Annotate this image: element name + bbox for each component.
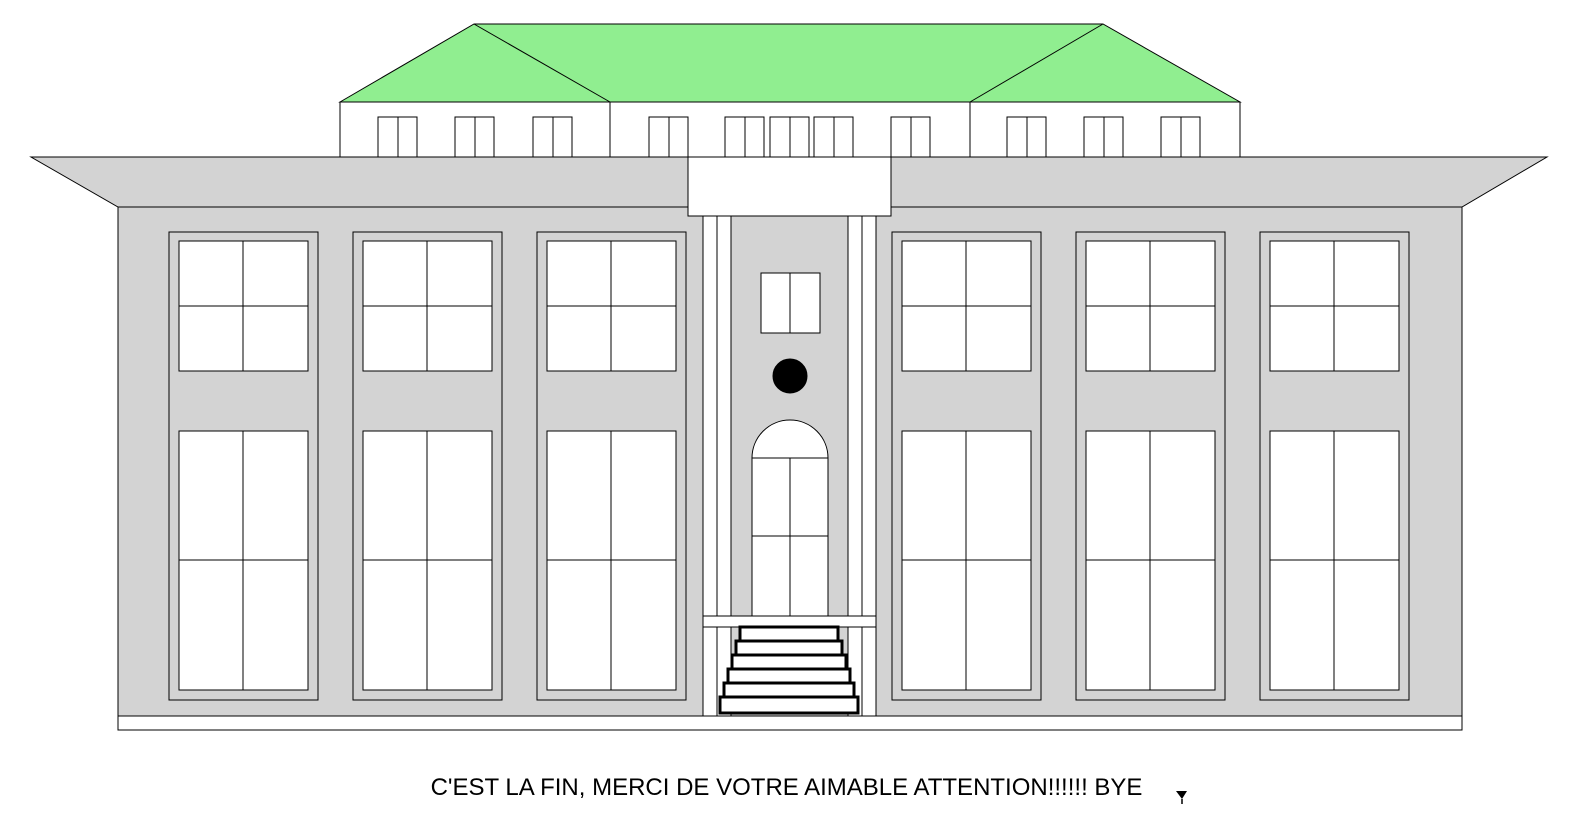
window-bay: [352, 231, 503, 701]
door-arch: [751, 419, 829, 459]
facade-bays: [168, 231, 1410, 701]
window-bay: [1075, 231, 1226, 701]
column-left-outer: [702, 215, 718, 717]
roof-ridge-left: [473, 23, 611, 103]
window-bay: [891, 231, 1042, 701]
entrance-steps: [718, 625, 860, 715]
entrance-landing: [702, 615, 877, 628]
roof-ridge-right: [969, 23, 1104, 103]
window-bay: [168, 231, 319, 701]
column-left-inner: [716, 215, 732, 717]
window-bay: [536, 231, 687, 701]
column-right-outer: [861, 215, 877, 717]
round-ornament-icon: [772, 358, 808, 394]
entrance-pediment: [687, 156, 892, 217]
arrow-cursor-icon: [1176, 791, 1187, 804]
window-bay: [1259, 231, 1410, 701]
column-right-inner: [847, 215, 863, 717]
closing-caption: C'EST LA FIN, MERCI DE VOTRE AIMABLE ATT…: [430, 774, 1143, 801]
upper-windows: [377, 116, 1201, 159]
roof: [338, 23, 1242, 103]
base-plinth: [117, 715, 1463, 731]
